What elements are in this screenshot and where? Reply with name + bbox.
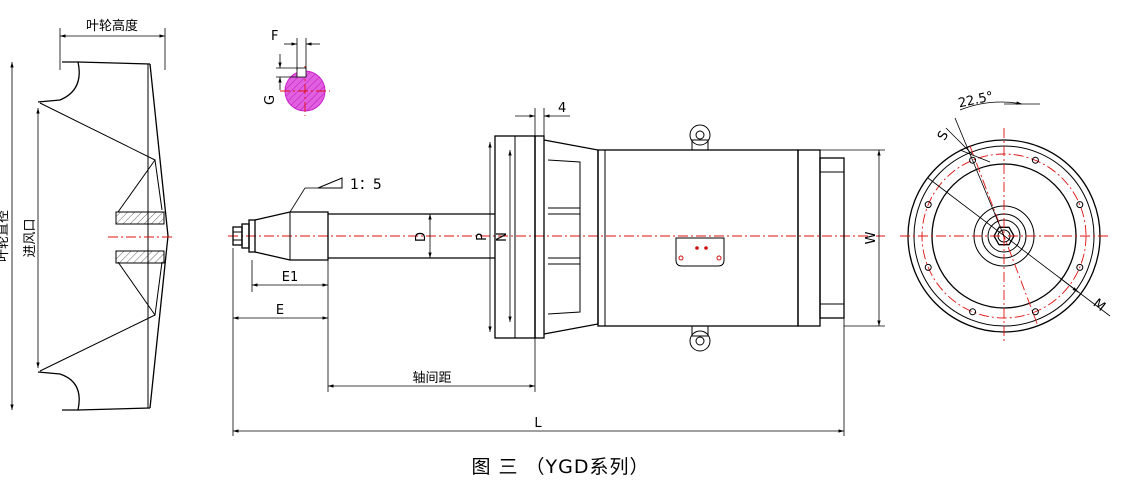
angle-label: 22.5° bbox=[957, 89, 995, 111]
terminal-box bbox=[675, 237, 725, 267]
four-label: 4 bbox=[558, 101, 566, 116]
blade-bottom bbox=[39, 261, 156, 372]
shaft-distance-label: 轴间距 bbox=[412, 371, 451, 386]
hub-bottom bbox=[115, 250, 165, 264]
shroud-edge bbox=[77, 407, 151, 411]
G-label: G bbox=[263, 95, 278, 105]
fan-cover-inner bbox=[819, 171, 845, 305]
L-label: L bbox=[534, 416, 542, 431]
fan-cover bbox=[819, 157, 845, 319]
bolt-hole bbox=[1076, 263, 1084, 271]
bolt-hole bbox=[924, 201, 932, 209]
bolt-hole bbox=[1031, 308, 1039, 316]
flange-housing bbox=[543, 139, 599, 335]
back-plate bbox=[149, 63, 169, 409]
bolt-hole bbox=[1076, 201, 1084, 209]
W-label: W bbox=[864, 231, 879, 244]
M-dim-line bbox=[927, 177, 1111, 317]
housing-inner bbox=[547, 159, 581, 315]
angle-arc bbox=[959, 101, 1023, 111]
impeller-diameter-label: 叶轮直径 bbox=[0, 210, 11, 262]
impeller-height-label: 叶轮高度 bbox=[86, 18, 138, 34]
lifting-eye-bottom-hole bbox=[695, 336, 705, 346]
taper-leader bbox=[289, 187, 306, 213]
keyway-detail: F G bbox=[263, 29, 330, 116]
E1-label: E1 bbox=[282, 270, 299, 285]
lifting-eye-bottom bbox=[689, 330, 711, 352]
lifting-lug-bottom bbox=[691, 325, 709, 337]
E-label: E bbox=[276, 303, 284, 318]
lifting-eye-top bbox=[689, 124, 711, 146]
figure-caption: 图 三 （YGD系列） bbox=[471, 456, 650, 478]
N-label: N bbox=[495, 232, 510, 242]
taper-label: 1：5 bbox=[350, 177, 382, 193]
S-dim-line bbox=[959, 149, 991, 163]
bolt-hole bbox=[1031, 156, 1039, 164]
lifting-eye-top-hole bbox=[695, 130, 705, 140]
impeller-view: 叶轮高度 叶轮直径 进风口 bbox=[0, 18, 175, 411]
taper-shaft bbox=[254, 211, 329, 261]
bolt-hole bbox=[969, 308, 977, 316]
lifting-lug-top bbox=[691, 139, 709, 151]
F-label: F bbox=[271, 29, 278, 44]
shroud-top bbox=[37, 61, 80, 103]
bolt-hole bbox=[924, 263, 932, 271]
shroud-bottom bbox=[37, 371, 80, 411]
terminal-dot bbox=[716, 255, 722, 261]
P-label: P bbox=[475, 233, 490, 241]
terminal-dot bbox=[704, 246, 708, 250]
S-label: S bbox=[935, 129, 952, 144]
inlet-label: 进风口 bbox=[23, 218, 38, 257]
shaft-collar bbox=[248, 219, 256, 253]
motor-end-view: 22.5° S M bbox=[900, 89, 1111, 344]
motor-end-cap bbox=[797, 149, 821, 327]
M-arrow bbox=[1059, 277, 1079, 293]
terminal-dot bbox=[695, 246, 699, 250]
blade-edge bbox=[154, 261, 163, 316]
bolt-holes bbox=[924, 156, 1084, 316]
terminal-dot bbox=[678, 255, 684, 261]
motor-side-view: 1：5 D P N 4 bbox=[228, 101, 885, 436]
blade-edge bbox=[154, 159, 163, 211]
hub-top bbox=[115, 211, 165, 225]
angle-ref-line bbox=[954, 117, 1005, 237]
flange-lip bbox=[534, 135, 545, 339]
bolt-hole bbox=[969, 156, 977, 164]
taper-symbol bbox=[317, 177, 343, 189]
blade-top bbox=[39, 102, 156, 213]
D-label: D bbox=[414, 232, 429, 242]
S-leader bbox=[945, 127, 973, 155]
key-slot bbox=[296, 67, 307, 78]
shroud-edge bbox=[77, 61, 151, 65]
